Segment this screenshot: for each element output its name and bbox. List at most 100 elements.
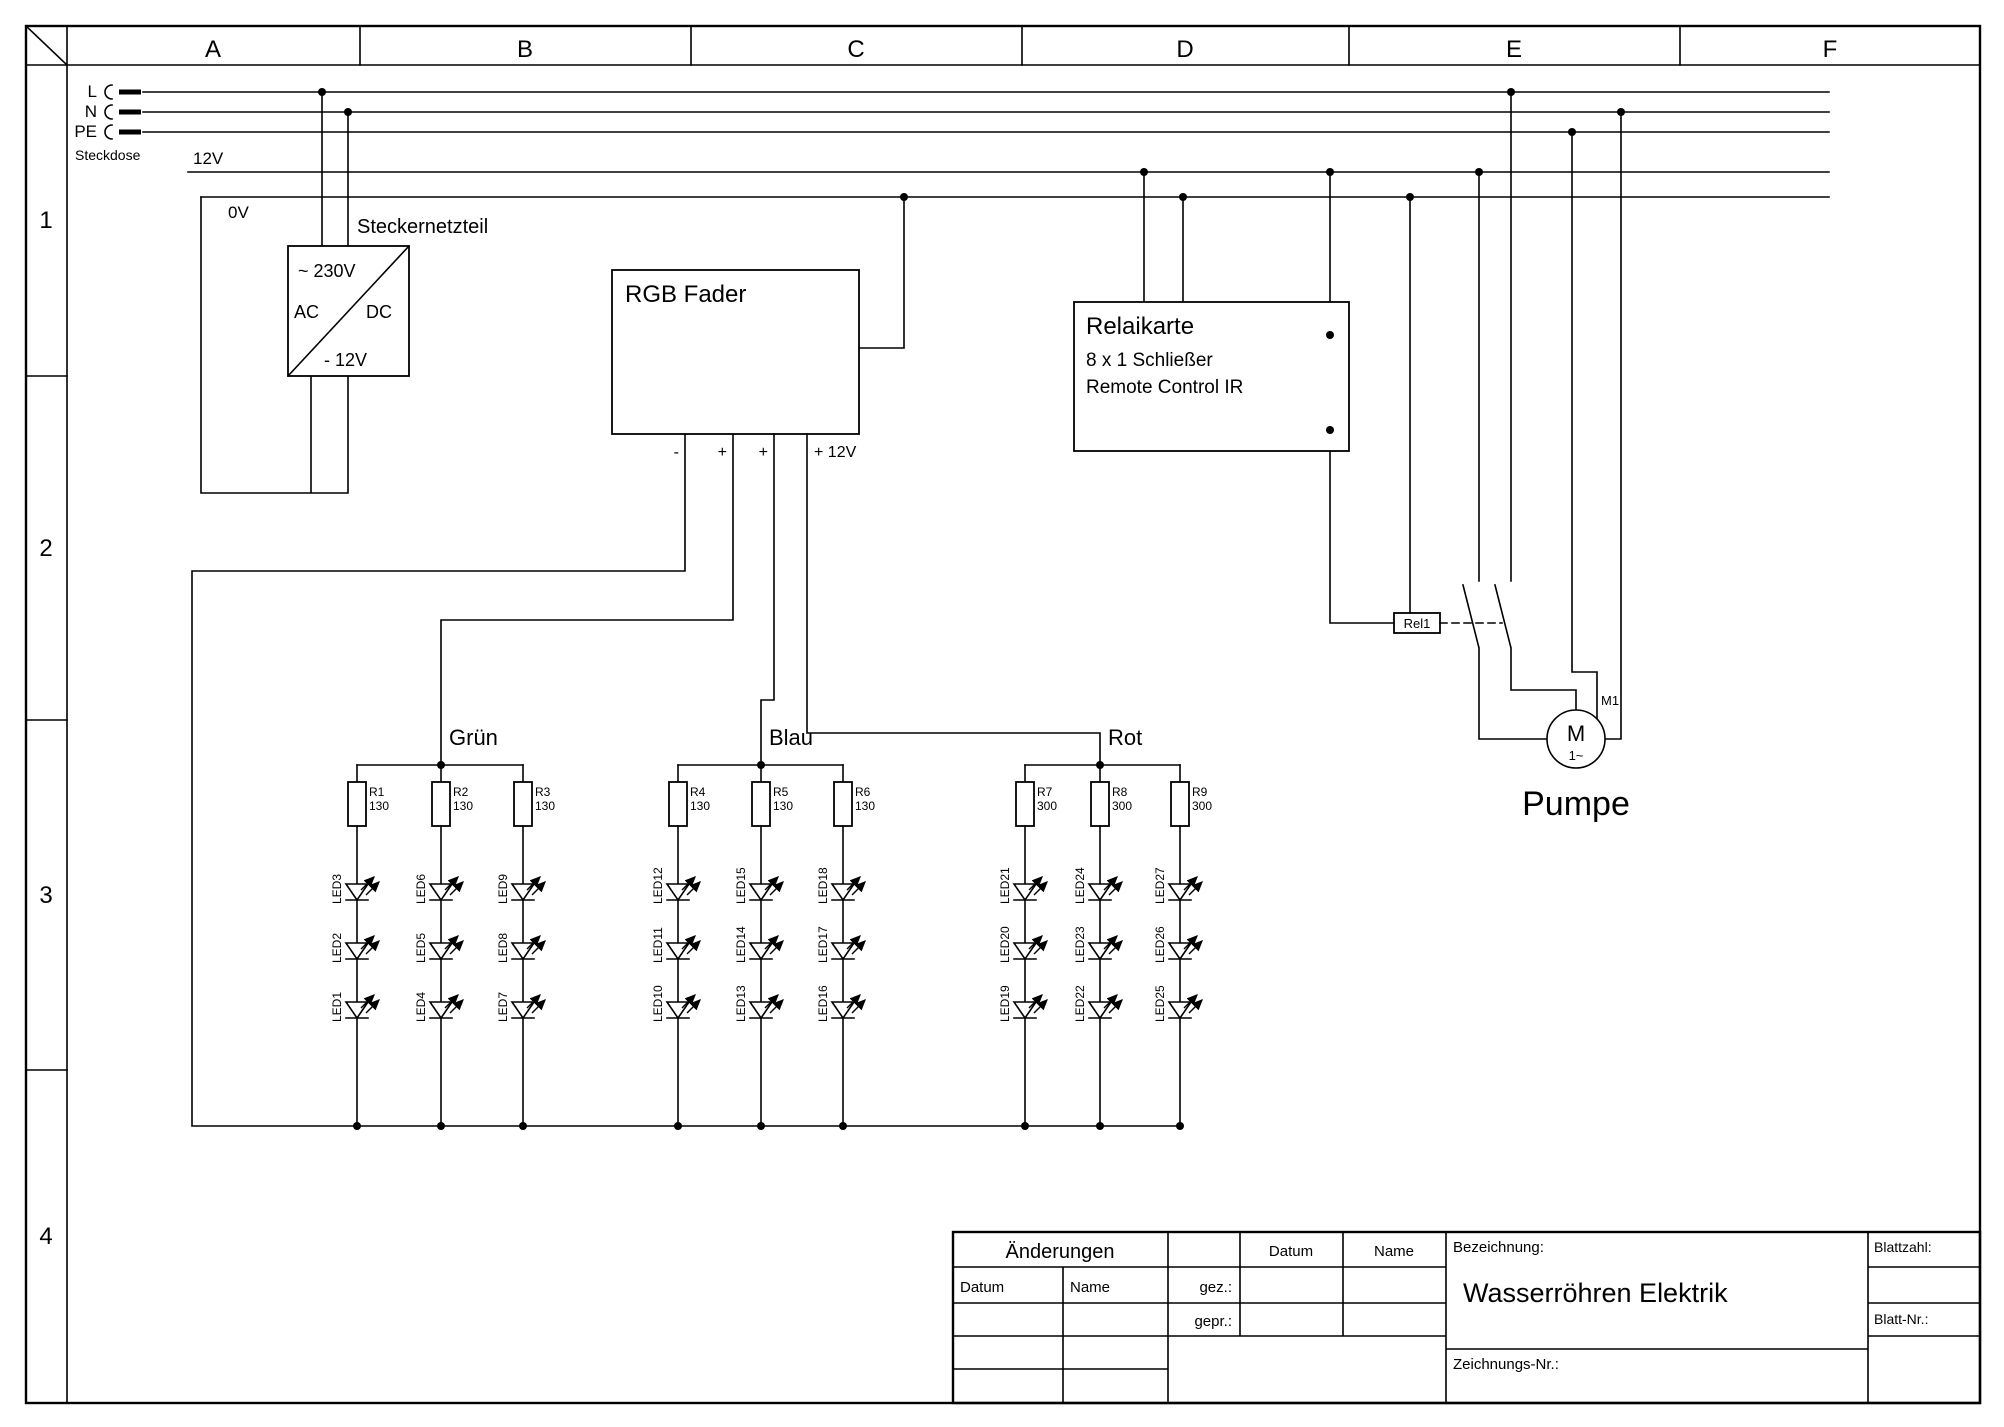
led-label: LED23: [1073, 926, 1087, 963]
sign-name-header: Name: [1374, 1243, 1414, 1260]
relay-card-line2: 8 x 1 Schließer: [1086, 350, 1213, 371]
led-label: LED25: [1153, 985, 1167, 1022]
designation-label: Bezeichnung:: [1453, 1239, 1544, 1256]
led-label: LED19: [998, 985, 1012, 1022]
led-emission-arrow-icon: [365, 881, 380, 896]
motor-symbol: M: [1567, 721, 1585, 746]
resistor: [1015, 781, 1035, 827]
rail-label-pe: PE: [74, 122, 97, 141]
led-label: LED10: [651, 985, 665, 1022]
led-emission-arrow-icon: [360, 935, 375, 950]
led-label: LED12: [651, 867, 665, 904]
resistor-ref: R4: [690, 785, 706, 799]
led-label: LED5: [414, 933, 428, 963]
rgb-fader-box: [611, 269, 860, 435]
led-label: LED16: [816, 985, 830, 1022]
led-emission-arrow-icon: [360, 994, 375, 1009]
led-emission-arrow-icon: [1033, 999, 1048, 1014]
motor-icon: [1546, 709, 1606, 769]
column-label-c: C: [847, 36, 864, 63]
led-emission-arrow-icon: [1108, 999, 1123, 1014]
contact-terminal: [1326, 331, 1334, 339]
resistor-ref: R8: [1112, 785, 1128, 799]
changes-header: Änderungen: [1006, 1241, 1115, 1263]
column-label-d: D: [1176, 36, 1193, 63]
resistor: [1090, 781, 1110, 827]
led-emission-arrow-icon: [846, 876, 861, 891]
sheet-number-label: Blatt-Nr.:: [1874, 1311, 1928, 1327]
sign-datum-header: Datum: [1269, 1243, 1313, 1260]
rail-label-0v: 0V: [228, 203, 249, 222]
rail-label-n: N: [85, 102, 97, 121]
led-emission-arrow-icon: [686, 999, 701, 1014]
resistor-ref: R2: [453, 785, 469, 799]
led-label: LED20: [998, 926, 1012, 963]
rgb-fader: RGB Fader - + + + 12V: [611, 196, 905, 461]
row-label-1: 1: [39, 207, 52, 234]
rail-lines: [142, 91, 1830, 198]
checked-by-label: gepr.:: [1194, 1313, 1232, 1330]
led-label: LED1: [330, 992, 344, 1022]
motor-ref: M1: [1601, 693, 1619, 708]
led-emission-arrow-icon: [449, 999, 464, 1014]
led-emission-arrow-icon: [764, 935, 779, 950]
led-emission-arrow-icon: [1103, 876, 1118, 891]
led-label: LED17: [816, 926, 830, 963]
led-emission-arrow-icon: [531, 999, 546, 1014]
fader-terminal-12v: + 12V: [814, 444, 857, 461]
led-label: LED7: [496, 992, 510, 1022]
row-ticks: [25, 375, 68, 1071]
led-emission-arrow-icon: [769, 999, 784, 1014]
relay-coil-label: Rel1: [1404, 616, 1431, 631]
drawing-title: Wasserröhren Elektrik: [1463, 1278, 1728, 1308]
pump-wires: [1409, 91, 1622, 740]
pump-circuit: Rel1 M 1~ M1 Pumpe: [1393, 91, 1630, 823]
resistor-value: 130: [369, 799, 389, 813]
relay-card-line3: Remote Control IR: [1086, 377, 1243, 398]
contact-terminal: [1326, 426, 1334, 434]
resistor: [1170, 781, 1190, 827]
led-emission-arrow-icon: [769, 881, 784, 896]
column-ticks: [359, 25, 1681, 66]
resistor-value: 130: [453, 799, 473, 813]
led-label: LED18: [816, 867, 830, 904]
led-emission-arrow-icon: [1108, 940, 1123, 955]
led-label: LED15: [734, 867, 748, 904]
resistor-value: 300: [1037, 799, 1057, 813]
pump-label: Pumpe: [1522, 785, 1630, 823]
led-emission-arrow-icon: [764, 876, 779, 891]
led-label: LED4: [414, 992, 428, 1022]
led-emission-arrow-icon: [360, 876, 375, 891]
led-emission-arrow-icon: [449, 940, 464, 955]
resistor-value: 130: [855, 799, 875, 813]
led-emission-arrow-icon: [526, 935, 541, 950]
led-emission-arrow-icon: [1188, 881, 1203, 896]
led-label: LED8: [496, 933, 510, 963]
led-group-1: GrünR1130LED3LED2LED1R2130LED6LED5LED4R3…: [330, 725, 555, 1130]
led-emission-arrow-icon: [1033, 881, 1048, 896]
title-block-grid: [952, 1231, 1981, 1404]
supply-ac-label: AC: [294, 302, 319, 322]
led-emission-arrow-icon: [686, 881, 701, 896]
led-emission-arrow-icon: [365, 940, 380, 955]
resistor-ref: R1: [369, 785, 385, 799]
resistor: [833, 781, 853, 827]
relay-card-wires: [1143, 171, 1395, 624]
power-rails: L N PE Steckdose 12V 0V: [74, 82, 1830, 222]
title-block: Änderungen Datum Name Datum Name gez.: g…: [951, 1230, 1982, 1405]
supply-label: Steckernetzteil: [357, 216, 488, 238]
resistor-ref: R9: [1192, 785, 1208, 799]
led-emission-arrow-icon: [1183, 876, 1198, 891]
led-emission-arrow-icon: [444, 876, 459, 891]
resistor-ref: R3: [535, 785, 551, 799]
led-emission-arrow-icon: [851, 999, 866, 1014]
drawing-frame: A B C D E F 1 2 3 4: [24, 24, 1982, 1405]
led-label: LED13: [734, 985, 748, 1022]
led-emission-arrow-icon: [846, 994, 861, 1009]
led-emission-arrow-icon: [1028, 994, 1043, 1009]
led-label: LED6: [414, 874, 428, 904]
resistor-ref: R5: [773, 785, 789, 799]
led-emission-arrow-icon: [526, 876, 541, 891]
led-emission-arrow-icon: [449, 881, 464, 896]
